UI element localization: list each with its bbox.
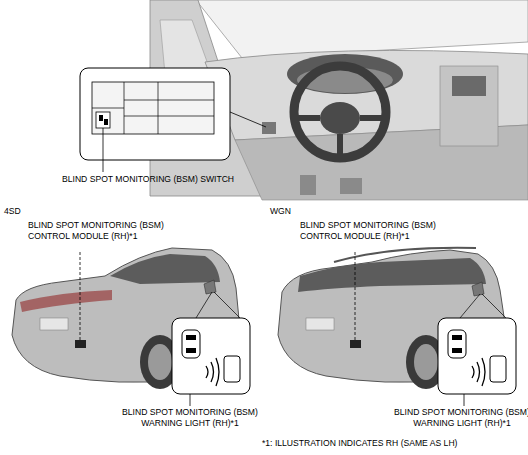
car-icon: [452, 335, 462, 340]
car-icon: [448, 330, 466, 358]
wave-symbol: [472, 358, 485, 386]
switch-inset: [80, 68, 230, 160]
warning-light: [224, 356, 240, 382]
wave-symbol: [206, 358, 219, 386]
steering-spokes: [296, 118, 384, 156]
car-window: [110, 254, 220, 284]
part-label: BLIND SPOT MONITORING (BSM) CONTROL MODU…: [28, 220, 178, 242]
leader-line: [230, 112, 266, 127]
part-label: BLIND SPOT MONITORING (BSM) WARNING LIGH…: [112, 407, 268, 429]
car-icon: [186, 335, 196, 340]
footnote: *1: ILLUSTRATION INDICATES RH (SAME AS L…: [262, 438, 526, 449]
steering-hub: [320, 102, 360, 134]
tail-light: [20, 290, 112, 312]
display: [452, 76, 486, 96]
leader-line: [196, 292, 212, 318]
switch-grid: [92, 82, 214, 134]
leader-line: [464, 394, 465, 406]
switch-icon: [104, 119, 108, 125]
windshield: [196, 0, 528, 58]
switch-panel: [92, 82, 214, 134]
center-console: [440, 66, 498, 146]
control-module: [75, 340, 86, 348]
part-label: BLIND SPOT MONITORING (BSM) SWITCH: [62, 174, 302, 185]
leader-line: [190, 394, 191, 406]
rim: [414, 344, 438, 380]
leader-line: [103, 128, 104, 172]
car-icon: [186, 348, 196, 353]
switch-location: [262, 122, 276, 134]
license-plate: [40, 318, 68, 330]
pedal: [340, 178, 362, 194]
warning-light-inset: [172, 318, 250, 394]
rim: [148, 344, 172, 380]
steering-wheel: [294, 66, 386, 158]
warning-light-inset: [438, 318, 516, 394]
leader-line: [482, 294, 506, 318]
car-icon: [182, 330, 200, 358]
leader-line: [460, 294, 480, 318]
car-icon: [452, 348, 462, 353]
variant-label: WGN: [270, 206, 310, 217]
control-module: [350, 340, 361, 348]
car-window: [298, 258, 486, 292]
leader-line: [214, 292, 240, 318]
part-label: BLIND SPOT MONITORING (BSM) CONTROL MODU…: [300, 220, 450, 242]
pedal: [300, 175, 316, 195]
warning-light: [490, 356, 506, 382]
switch-icon: [99, 115, 103, 121]
bsm-switch: [96, 112, 110, 128]
variant-label: 4SD: [4, 206, 44, 217]
part-label: BLIND SPOT MONITORING (BSM) WARNING LIGH…: [384, 407, 528, 429]
leader-line: [355, 252, 356, 340]
leader-line: [80, 252, 81, 340]
license-plate: [306, 318, 334, 330]
